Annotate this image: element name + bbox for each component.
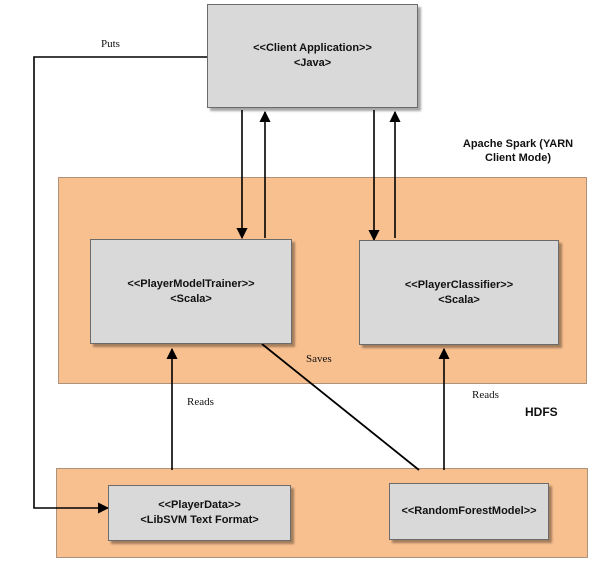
arrow-puts — [33, 56, 207, 514]
player-model-trainer-title: <<PlayerModelTrainer>> — [127, 277, 255, 290]
player-classifier-lang: <Scala> — [438, 293, 480, 306]
player-model-trainer-node: <<PlayerModelTrainer>> <Scala> — [90, 239, 292, 344]
reads-left-label: Reads — [187, 396, 214, 408]
player-model-trainer-lang: <Scala> — [170, 292, 212, 305]
spark-region-label-line1: Apache Spark (YARN — [462, 138, 574, 150]
saves-label: Saves — [306, 353, 332, 365]
client-application-title: <<Client Application>> — [253, 42, 372, 54]
random-forest-model-node: <<RandomForestModel>> — [389, 483, 549, 540]
player-data-node: <<PlayerData>> <LibSVM Text Format> — [108, 485, 291, 541]
player-data-format: <LibSVM Text Format> — [140, 514, 259, 526]
puts-label: Puts — [101, 38, 120, 50]
player-data-title: <<PlayerData>> — [158, 499, 241, 511]
player-classifier-node: <<PlayerClassifier>> <Scala> — [359, 240, 559, 345]
player-classifier-title: <<PlayerClassifier>> — [404, 278, 514, 291]
reads-right-label: Reads — [472, 389, 499, 401]
hdfs-region-label: HDFS — [525, 405, 558, 419]
random-forest-model-title: <<RandomForestModel>> — [401, 505, 537, 517]
line-saves — [261, 343, 420, 471]
spark-region-label-line2: Client Mode) — [485, 152, 551, 164]
client-application-node: <<Client Application>> <Java> — [207, 4, 418, 108]
client-application-lang: <Java> — [293, 57, 332, 69]
spark-region-label: Apache Spark (YARN Client Mode) — [438, 137, 598, 165]
